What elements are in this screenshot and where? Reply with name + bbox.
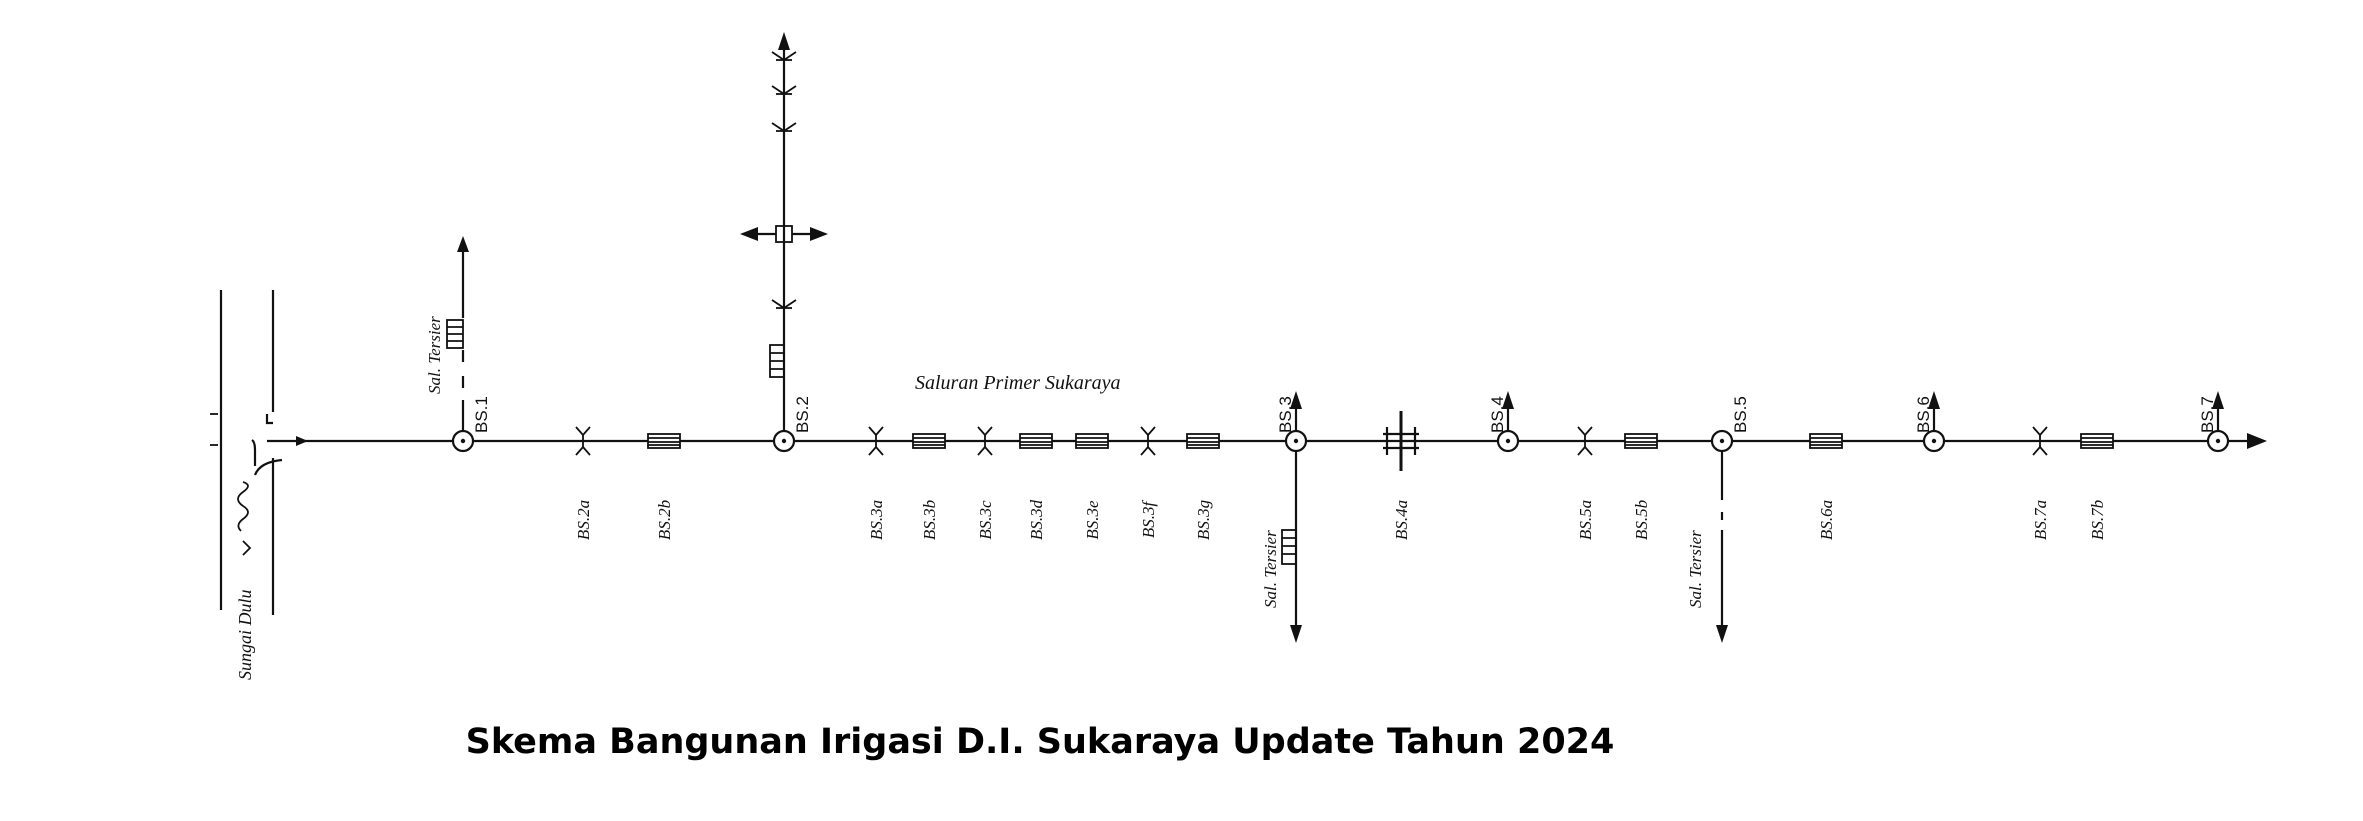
diagram-title: Skema Bangunan Irigasi D.I. Sukaraya Upd… (465, 722, 1615, 762)
node-label: BS.6 (1914, 396, 1933, 433)
node-label: BS.4 (1488, 396, 1507, 433)
node-outlet-arrow (1290, 391, 1302, 409)
node-dot (460, 438, 466, 444)
structure-label: BS.5b (1632, 500, 1651, 540)
tertiary-bridge-symbol (446, 319, 464, 349)
node-label: BS.1 (472, 396, 491, 433)
drop-symbol-top (2032, 426, 2048, 437)
tertiary-label-bs3: Sal. Tersier (1261, 530, 1280, 608)
structure-label: BS.3d (1027, 499, 1046, 540)
structure-label: BS.3g (1194, 500, 1213, 540)
drop-symbol-bottom (977, 445, 993, 456)
branch-bs5-tertiary: Sal. Tersier (1686, 452, 1728, 643)
drop-symbol-bottom (1140, 445, 1156, 456)
structure-bs4a: BS.4a (1383, 411, 1419, 540)
node-outlet-arrow (1502, 391, 1514, 409)
node-dot (2215, 438, 2221, 444)
tertiary-label-bs5: Sal. Tersier (1686, 530, 1705, 608)
structure-bs3b: BS.3b (912, 433, 946, 540)
structure-label: BS.3e (1083, 500, 1102, 540)
structure-bs5a: BS.5a (1576, 426, 1595, 540)
drop-symbol-top (1140, 426, 1156, 437)
bridge-hatch (1810, 437, 1842, 446)
node-label: BS.7 (2198, 396, 2217, 433)
structure-bs3c: BS.3c (976, 426, 995, 540)
node-bs4: BS.4 (1488, 391, 1520, 453)
drop-symbol-top (1577, 426, 1593, 437)
river-sungai-dulu: Sungai Dulu (210, 290, 283, 680)
structure-label: BS.3c (976, 500, 995, 540)
node-dot (1931, 438, 1937, 444)
branch-bs2-secondary (740, 32, 828, 430)
drop-symbol-bottom (868, 445, 884, 456)
structure-label: BS.3f (1139, 500, 1158, 539)
structure-label: BS.3b (920, 500, 939, 540)
drop-symbol-top (575, 426, 591, 437)
node-bs6: BS.6 (1914, 391, 1946, 453)
structure-label: BS.3a (867, 500, 886, 540)
bridge-hatch (2081, 437, 2113, 446)
gate-rails (1383, 432, 1419, 450)
bridge-hatch (913, 437, 945, 446)
node-outlet-arrow (1928, 391, 1940, 409)
river-label: Sungai Dulu (235, 589, 255, 680)
node-bs5: BS.5 (1710, 396, 1750, 453)
structure-label: BS.2b (655, 500, 674, 540)
nodes-layer: BS.1 BS.2 BS.3 BS.4 BS.5 BS.6 BS.7 (451, 391, 2230, 453)
bridge-hatch (648, 437, 680, 446)
structure-bs2b: BS.2b (647, 433, 681, 540)
structure-bs3a: BS.3a (867, 426, 886, 540)
primary-canal: Saluran Primer Sukaraya (267, 372, 2267, 449)
primary-canal-label: Saluran Primer Sukaraya (915, 372, 1121, 394)
drop-symbol-top (977, 426, 993, 437)
structure-label: BS.4a (1392, 500, 1411, 540)
structure-bs7a: BS.7a (2031, 426, 2050, 540)
branch-bs1-tertiary: Sal. Tersier (425, 236, 469, 430)
structure-bs5b: BS.5b (1624, 433, 1658, 540)
branch-bs3-tertiary: Sal. Tersier (1261, 452, 1302, 643)
structure-label: BS.7a (2031, 500, 2050, 540)
drop-symbol-bottom (2032, 445, 2048, 456)
structure-bs2a: BS.2a (574, 426, 593, 540)
structure-bs3g: BS.3g (1186, 433, 1220, 540)
drop-symbol-bottom (575, 445, 591, 456)
structure-bs7b: BS.7b (2080, 433, 2114, 540)
structure-label: BS.7b (2088, 500, 2107, 540)
node-dot (1505, 438, 1511, 444)
bridge-hatch (1020, 437, 1052, 446)
drop-symbol-top (868, 426, 884, 437)
node-bs7: BS.7 (2198, 391, 2230, 453)
node-bs1: BS.1 (451, 396, 491, 453)
structure-label: BS.6a (1817, 500, 1836, 540)
structures-layer: BS.2a BS.2b BS.3a BS.3b BS.3c BS.3d BS.3e BS.3f… (574, 411, 2114, 540)
node-bs3: BS.3 (1276, 391, 1308, 453)
node-dot (781, 438, 787, 444)
node-bs2: BS.2 (772, 396, 812, 453)
bridge-hatch (1076, 437, 1108, 446)
node-outlet-arrow (2212, 391, 2224, 409)
node-dot (1719, 438, 1725, 444)
drop-symbol-bottom (1577, 445, 1593, 456)
structure-label: BS.5a (1576, 500, 1595, 540)
structure-bs6a: BS.6a (1809, 433, 1843, 540)
gate-sides (1385, 427, 1417, 455)
tertiary-label-bs1: Sal. Tersier (425, 316, 444, 394)
structure-bs3f: BS.3f (1139, 426, 1158, 539)
structure-label: BS.2a (574, 500, 593, 540)
structure-bs3e: BS.3e (1075, 433, 1109, 540)
node-label: BS.2 (793, 396, 812, 433)
bridge-hatch (1625, 437, 1657, 446)
structure-bs3d: BS.3d (1019, 433, 1053, 540)
node-dot (1293, 438, 1299, 444)
node-label: BS.3 (1276, 396, 1295, 433)
bridge-hatch (1187, 437, 1219, 446)
node-label: BS.5 (1731, 396, 1750, 433)
